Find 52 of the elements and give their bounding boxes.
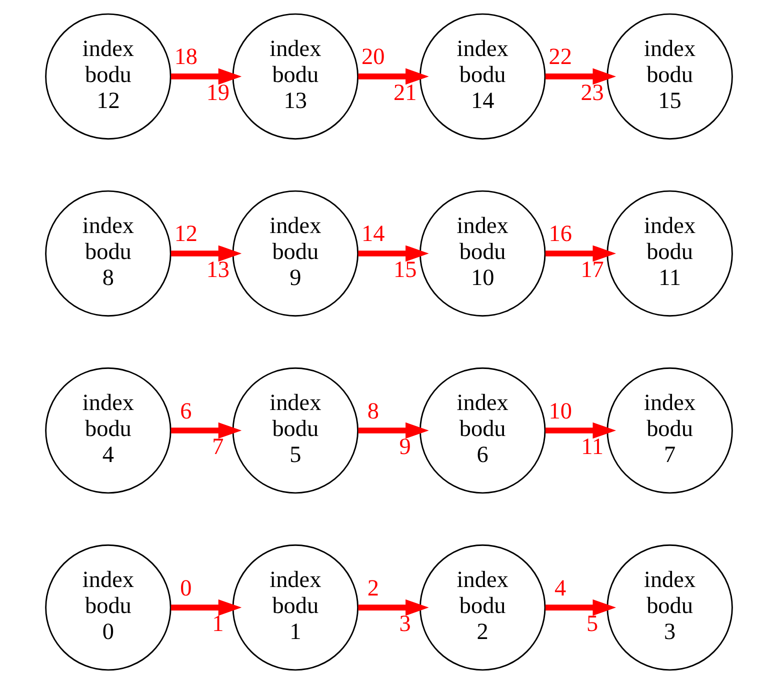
label: 1 xyxy=(212,610,224,637)
node-circle: index bodu 1 xyxy=(232,544,359,671)
label: 6 xyxy=(180,398,192,424)
node-circle: index bodu 4 xyxy=(45,367,172,494)
arrow xyxy=(358,422,429,439)
label: 21 xyxy=(394,80,417,106)
node-circle: index bodu 15 xyxy=(606,13,733,140)
label: 0 xyxy=(180,575,192,602)
label: 19 xyxy=(206,80,230,106)
node-circle: index bodu 7 xyxy=(606,367,733,494)
node-circle: index bodu 10 xyxy=(419,190,546,317)
label: 4 xyxy=(554,575,566,602)
arrow xyxy=(171,68,242,85)
label: 13 xyxy=(206,256,230,283)
label: 8 xyxy=(367,398,379,424)
label: 9 xyxy=(399,434,411,460)
label: 23 xyxy=(580,80,604,106)
label: 16 xyxy=(548,221,572,248)
label: 3 xyxy=(399,610,411,637)
arrow xyxy=(545,68,616,85)
label: 5 xyxy=(586,610,598,637)
arrow xyxy=(171,422,242,439)
arrow xyxy=(545,599,616,616)
arrow xyxy=(171,599,242,616)
node-circle: index bodu 0 xyxy=(45,544,172,671)
arrow xyxy=(358,599,429,616)
node-circle: index bodu 12 xyxy=(45,13,172,140)
node-circle: index bodu 9 xyxy=(232,190,359,317)
label: 10 xyxy=(548,398,572,424)
label: 17 xyxy=(580,256,604,283)
label: 11 xyxy=(581,434,604,460)
node-circle: index bodu 2 xyxy=(419,544,546,671)
node-circle: index bodu 3 xyxy=(606,544,733,671)
label: 15 xyxy=(394,256,417,283)
label: 20 xyxy=(362,44,385,70)
label: 7 xyxy=(212,434,224,460)
label: 12 xyxy=(174,221,198,248)
arrow xyxy=(545,245,616,262)
node-circle: index bodu 14 xyxy=(419,13,546,140)
arrow xyxy=(171,245,242,262)
label: 14 xyxy=(362,221,385,248)
label: 2 xyxy=(367,575,379,602)
node-circle: index bodu 8 xyxy=(45,190,172,317)
arrow xyxy=(358,245,429,262)
arrow xyxy=(358,68,429,85)
node-circle: index bodu 11 xyxy=(606,190,733,317)
label: 18 xyxy=(174,44,198,70)
arrow xyxy=(545,422,616,439)
node-circle: index bodu 5 xyxy=(232,367,359,494)
node-circle: index bodu 13 xyxy=(232,13,359,140)
label: 22 xyxy=(548,44,572,70)
node-circle: index bodu 6 xyxy=(419,367,546,494)
